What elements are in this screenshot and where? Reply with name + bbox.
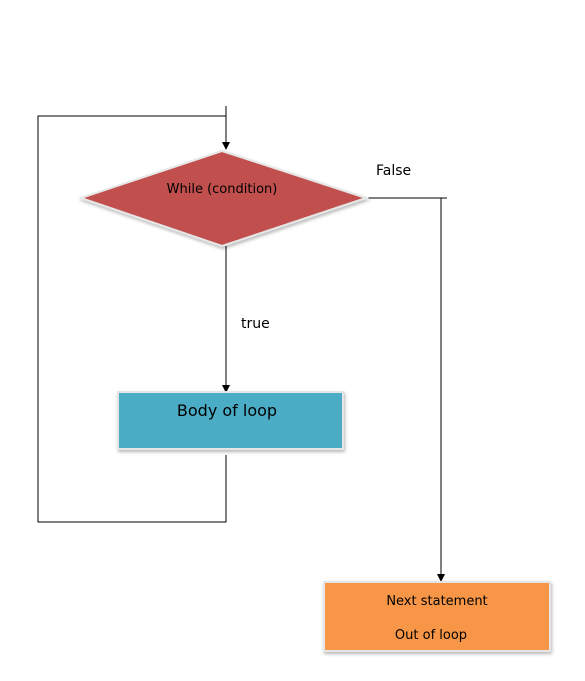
- body-box: [117, 391, 344, 450]
- next-statement-label: Next statement: [386, 594, 487, 609]
- next-statement-box: [323, 581, 551, 652]
- decision-label: While (condition): [167, 182, 278, 197]
- false-label: False: [376, 163, 411, 179]
- loop-back-edge: [37, 115, 227, 523]
- out-of-loop-label: Out of loop: [395, 628, 467, 643]
- body-label: Body of loop: [177, 401, 277, 420]
- true-label: true: [241, 316, 270, 332]
- decision-diamond: [77, 149, 370, 248]
